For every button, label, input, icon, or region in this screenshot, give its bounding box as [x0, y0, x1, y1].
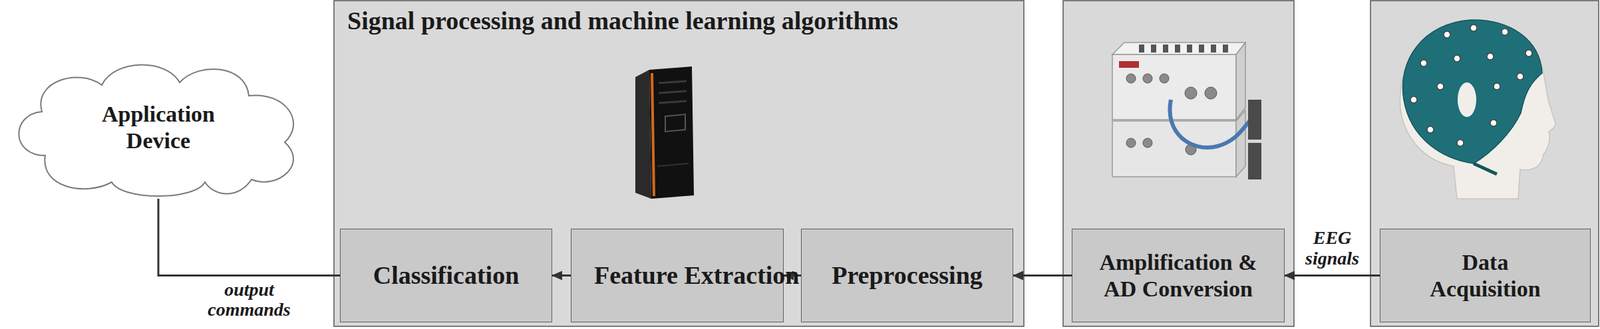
node-label: Application Device	[78, 101, 239, 154]
panel-heading: Signal processing and machine learning a…	[347, 5, 1011, 37]
tower-stripe	[651, 73, 654, 197]
connector	[552, 274, 571, 277]
tower-side	[635, 69, 652, 199]
chin-strap	[1473, 163, 1497, 175]
amplifier-bracket	[1248, 143, 1262, 180]
amplifier-knobs	[1126, 73, 1217, 100]
amplifier-upper-unit	[1112, 54, 1237, 120]
text-group: Preprocessing	[818, 255, 996, 297]
amplifier-sliders	[1138, 44, 1229, 53]
text-group: Signal processing and machine learning a…	[333, 0, 1024, 42]
drive-bays	[658, 81, 687, 104]
text-group: Amplification & AD Conversion	[1095, 249, 1262, 302]
text-group: Classification	[359, 255, 533, 297]
text-group: Data Acquisition	[1412, 249, 1559, 302]
tower-logo	[665, 114, 686, 132]
process-box: Amplification & AD Conversion	[1071, 228, 1285, 323]
amplifier-badge	[1119, 61, 1139, 68]
amplifier-device	[1112, 42, 1262, 180]
cloud-shape	[18, 64, 294, 197]
edge-label: EEG signals	[1299, 228, 1366, 270]
hardware-panel	[1063, 0, 1294, 327]
electrodes	[1410, 24, 1533, 147]
acquisition-panel	[1370, 0, 1599, 327]
node-label: Amplification & AD Conversion	[1095, 249, 1262, 302]
process-box: Preprocessing	[800, 228, 1014, 323]
process-box: Data Acquisition	[1379, 228, 1591, 323]
text-group: Application Device	[78, 101, 239, 154]
tower-detail	[657, 163, 689, 167]
cloud-outline	[5, 55, 312, 199]
blue-cable	[1169, 99, 1251, 148]
amplifier-side	[1236, 42, 1246, 120]
eeg-cap-head	[1399, 19, 1556, 199]
node-label: Preprocessing	[831, 260, 983, 292]
process-box: Classification	[339, 228, 553, 323]
tower-front	[649, 66, 694, 199]
panel-backgrounds	[333, 0, 1024, 327]
node-label: Data Acquisition	[1412, 249, 1559, 302]
connector	[1284, 274, 1380, 277]
amplifier-lower-side	[1236, 110, 1246, 177]
amplifier-top	[1112, 42, 1246, 55]
connector	[158, 198, 340, 277]
application-cloud: Application Device	[5, 55, 312, 199]
node-label: Feature Extraction	[594, 260, 761, 292]
connector	[1013, 274, 1072, 277]
ear-opening	[1457, 82, 1477, 118]
eeg-cap	[1402, 19, 1543, 164]
panel-background	[333, 0, 1024, 327]
processing-panel: Signal processing and machine learning a…	[333, 0, 1024, 327]
amplifier-bracket	[1248, 99, 1262, 140]
edge-label: output commands	[192, 280, 307, 322]
connector	[783, 274, 801, 277]
text-group: Feature Extraction	[580, 255, 774, 297]
computer-tower	[635, 66, 694, 199]
node-label: Classification	[373, 260, 520, 292]
process-box: Feature Extraction	[570, 228, 784, 323]
